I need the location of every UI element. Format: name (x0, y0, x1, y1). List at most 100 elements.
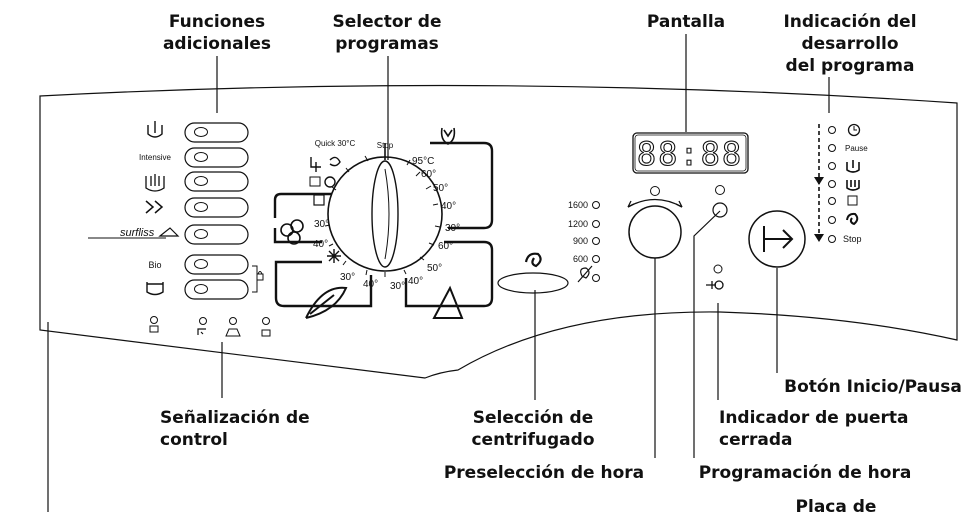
display-screen (632, 132, 749, 174)
door-lock-icon (261, 329, 271, 337)
clock-icon-delay (650, 186, 660, 196)
callout-indicacion-line1: Indicación del (783, 12, 916, 32)
dial-label-stop: Stop (377, 141, 394, 150)
delay-start (627, 185, 728, 259)
callout-preseleccion: Preselección de hora (444, 463, 644, 483)
callout-funciones-line1: Funciones (169, 12, 265, 32)
no-spin-icon (577, 265, 593, 283)
stain-icon (145, 174, 165, 192)
function-button-7[interactable] (184, 279, 249, 300)
function-button-1[interactable] (184, 122, 249, 143)
spin-speed-900: 900 (573, 236, 588, 246)
dial-label-50b: 50° (427, 263, 442, 274)
callout-selector-line2: programas (335, 34, 439, 54)
callout-indicacion-line2: desarrollo (801, 34, 898, 54)
key-icon (714, 280, 724, 290)
surfliss-label: surfliss (120, 227, 155, 239)
lock-icon (149, 325, 159, 333)
dial-label-60a: 60° (421, 169, 436, 180)
dial-label-quick: Quick 30°C (315, 139, 356, 148)
bio-button[interactable] (184, 254, 249, 275)
progress-spin-icon (846, 212, 859, 226)
dial-label-95: 95°C (412, 156, 434, 167)
callout-puerta-line2: cerrada (719, 430, 793, 450)
spin-speed-600: 600 (573, 254, 588, 264)
dial-label-40b: 40° (408, 276, 423, 287)
start-pause (748, 210, 806, 268)
function-led-7 (194, 284, 208, 294)
callout-boton-inicio: Botón Inicio/Pausa (784, 377, 962, 397)
function-led-2 (194, 152, 208, 162)
leader-programacion (693, 210, 721, 458)
synthetic-icon (327, 249, 341, 263)
callout-indicacion-line3: del programa (786, 56, 915, 76)
indicator-led (150, 316, 158, 324)
door-lock-indicator (706, 264, 724, 290)
function-button-3[interactable] (184, 171, 249, 192)
progress-rinse-icon (847, 195, 858, 206)
surfliss-button[interactable] (184, 224, 249, 245)
dial-label-40d: 40° (313, 239, 328, 250)
dial-label-30a: 30° (445, 223, 460, 234)
dial-label-30b: 30° (390, 281, 405, 292)
progress-label-stop: Stop (843, 234, 862, 244)
bio-label: Bio (148, 260, 161, 270)
intensive-button[interactable] (184, 147, 249, 168)
progress-arrow (814, 234, 824, 242)
fast-icon (145, 200, 164, 214)
spin-speed-1600: 1600 (568, 200, 588, 210)
display-digits: 88:88 (637, 135, 743, 173)
spin-speed-1200: 1200 (568, 219, 588, 229)
drain-icon (310, 157, 321, 172)
progress-label-pause: Pause (845, 144, 868, 153)
control-indicators (197, 317, 271, 337)
panel-outline (39, 84, 958, 379)
clock-icon-time (715, 185, 725, 195)
function-led-4 (194, 202, 208, 212)
softener-icon (313, 194, 325, 206)
callout-senalizacion-line2: control (160, 430, 228, 450)
function-led-6 (194, 259, 208, 269)
spin-button[interactable] (497, 272, 569, 294)
rinse-icon (309, 176, 321, 187)
callout-selector-line1: Selector de (332, 12, 441, 32)
spin-icon (524, 252, 542, 268)
callout-placa-line1: Placa de (796, 497, 877, 512)
callout-seleccion-line1: Selección de (473, 408, 594, 428)
program-dial-grip (371, 160, 399, 268)
cotton-icon (432, 285, 464, 319)
prewash-icon (147, 125, 163, 138)
control-led-2 (229, 317, 237, 325)
snow-icon (324, 176, 336, 188)
dial-label-50a: 50° (433, 183, 448, 194)
delay-knob[interactable] (628, 205, 682, 259)
spin-icon-dial (329, 156, 341, 167)
time-programming-button[interactable] (712, 202, 728, 218)
rinse-hold-icon (146, 282, 164, 296)
function-buttons: Intensive surfliss Bio (88, 121, 264, 333)
callout-funciones-line2: adicionales (163, 34, 271, 54)
start-arrow-icon (763, 226, 794, 252)
dial-label-30c: 30° (340, 272, 355, 283)
program-selector: Quick 30°C Stop 95°C 60° 50° 40° 30° 60°… (273, 127, 494, 319)
tap-icon (197, 328, 206, 335)
spin-selector: 1600 1200 900 600 (497, 200, 600, 294)
dial-label-40a: 40° (441, 201, 456, 212)
dial-label-30d: 30° (314, 219, 329, 230)
feather-icon (305, 286, 348, 319)
callout-programacion: Programación de hora (699, 463, 912, 483)
function-led-3 (194, 176, 208, 186)
function-led-1 (194, 127, 208, 137)
door-lock-led (713, 264, 723, 274)
control-led-3 (262, 317, 270, 325)
function-button-4[interactable] (184, 197, 249, 218)
callout-senalizacion-line1: Señalización de (160, 408, 310, 428)
start-pause-button[interactable] (748, 210, 806, 268)
delicate-icon (280, 219, 304, 245)
leader-lines (47, 34, 830, 512)
intensive-label: Intensive (139, 153, 172, 162)
child-lock-icon (256, 273, 264, 281)
function-led-5 (194, 229, 208, 239)
